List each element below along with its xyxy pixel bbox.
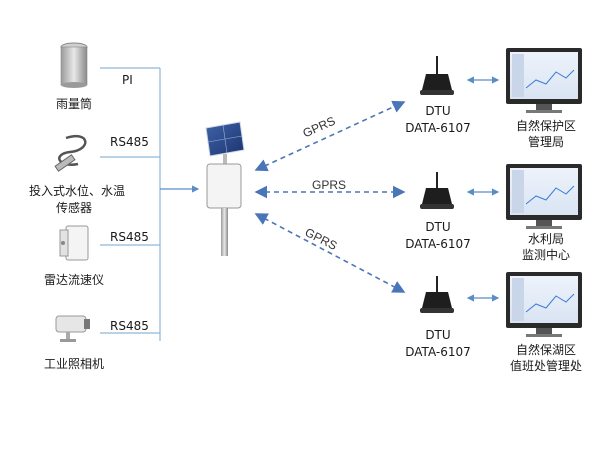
dtu-label-2-line2: DATA-6107 <box>405 237 471 251</box>
monitor-label-3-line1: 自然保湖区 <box>515 343 576 357</box>
dtu-label-2-line1: DTU <box>425 220 451 234</box>
sensor-label-radar: 雷达流速仪 <box>43 273 104 287</box>
dtu-monitor-links <box>466 76 500 302</box>
protocol-label-rs485: RS485 <box>110 230 149 244</box>
dtu-device-icon <box>420 276 454 313</box>
dtu-device-icon <box>420 56 454 95</box>
dtu-label-1-line2: DATA-6107 <box>405 121 471 135</box>
rain-gauge-icon <box>60 42 88 88</box>
monitor-label-1-line1: 自然保护区 <box>515 119 576 133</box>
sensor-label-camera: 工业照相机 <box>43 357 104 371</box>
monitor-label-2-line1: 水利局 <box>527 232 564 246</box>
protocol-label-pi: PI <box>122 73 133 87</box>
gprs-links <box>254 100 406 293</box>
dtu-device-icon <box>420 172 454 209</box>
sensor-bus-lines <box>100 67 200 341</box>
protocol-label-rs485: RS485 <box>110 135 149 149</box>
monitor-icon <box>506 164 582 229</box>
protocol-label-rs485: RS485 <box>110 319 149 333</box>
gprs-label-middle: GPRS <box>312 178 347 192</box>
sensor-label-level-line1: 投入式水位、水温 <box>28 184 125 198</box>
monitor-label-2-line2: 监测中心 <box>521 248 570 262</box>
monitor-icon <box>506 272 582 337</box>
monitor-icon <box>506 48 582 113</box>
dtu-label-3-line1: DTU <box>425 328 451 342</box>
radar-velocimeter-icon <box>59 225 89 261</box>
industrial-camera-icon <box>55 315 90 342</box>
sensor-label-level-line2: 传感器 <box>55 201 92 215</box>
sensor-label-rain: 雨量筒 <box>55 97 92 111</box>
dtu-label-3-line2: DATA-6107 <box>405 345 471 359</box>
solar-station-icon <box>205 121 245 256</box>
dtu-label-1-line1: DTU <box>425 104 451 118</box>
monitor-label-1-line2: 管理局 <box>527 135 564 149</box>
water-level-probe-icon <box>54 135 87 172</box>
monitor-label-3-line2: 值班处管理处 <box>509 359 582 373</box>
